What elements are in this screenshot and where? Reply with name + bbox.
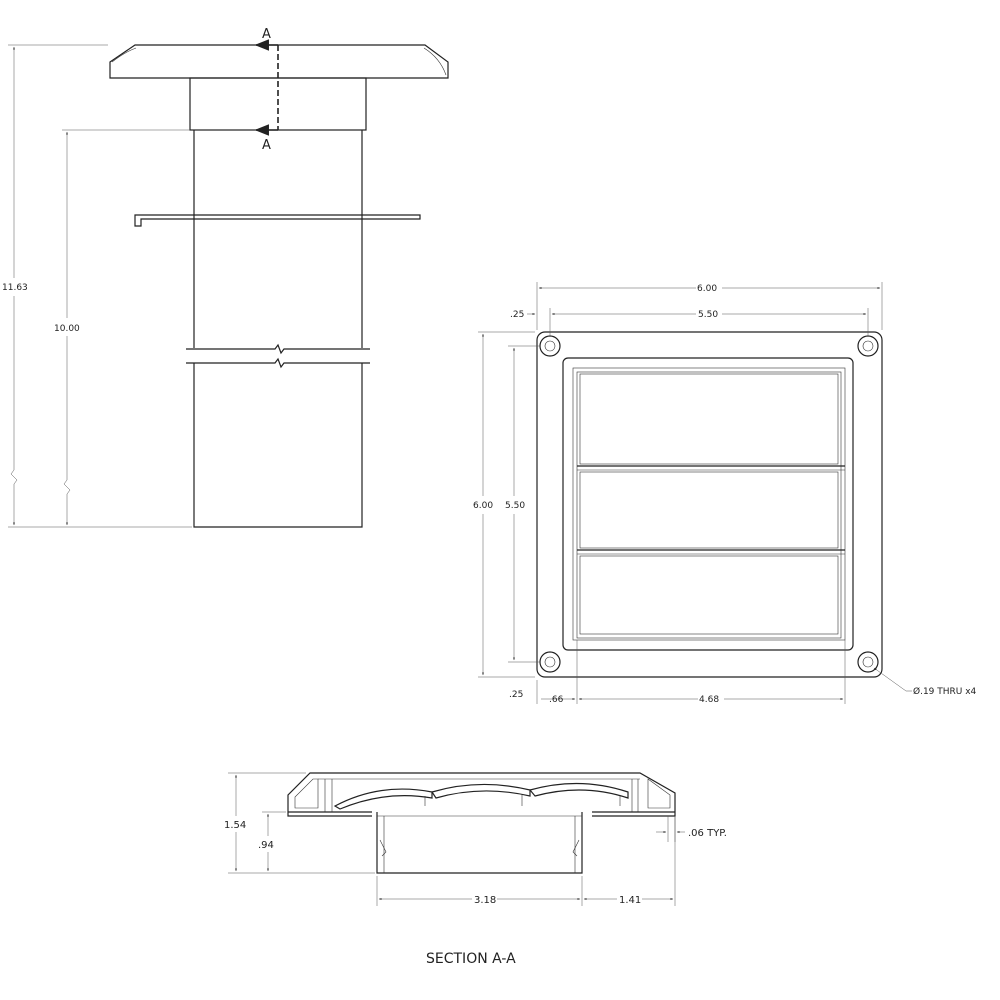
dim-overall-height-front: 6.00 [473, 501, 493, 511]
dim-collar-height: .94 [258, 840, 274, 851]
section-collar-lip-right [572, 839, 580, 857]
louver-flap-1 [579, 373, 839, 465]
section-collar-lip-left [379, 839, 387, 857]
section-collar [376, 812, 583, 874]
front-view: 6.00 5.50 .25 6.00 5.50 .25 .66 4.68 [473, 282, 977, 705]
section-marker-bottom: A [262, 138, 271, 153]
dim-overall-height: 11.63 [2, 283, 28, 293]
duct-upper [193, 130, 363, 348]
section-title: SECTION A-A [426, 951, 516, 967]
section-wall-right [631, 779, 639, 812]
side-view: A A 11.63 10.00 [2, 27, 449, 528]
break-line-lower [186, 357, 370, 369]
hood-inner-frame [572, 367, 846, 641]
louver-flap-3 [579, 555, 839, 635]
flange-outline [536, 331, 883, 678]
dim-opening-width: 4.68 [699, 695, 719, 705]
section-hood-inner [294, 778, 319, 809]
section-hood-outline [287, 772, 676, 812]
dim-hole-edge-offset-top: .25 [510, 310, 524, 320]
dim-hole-spacing-x: 5.50 [698, 310, 718, 320]
section-wall-left [324, 779, 333, 812]
dim-total-height: 1.54 [224, 820, 246, 831]
louver-flap-2 [579, 471, 839, 549]
dim-wall-thickness: .06 TYP. [688, 828, 727, 839]
dim-opening-offset: .66 [549, 695, 564, 705]
mounting-hole-top-left [539, 335, 561, 357]
section-louver-3 [528, 782, 629, 799]
mounting-hole-top-right [857, 335, 879, 357]
dim-hole-edge-offset-bottom: .25 [509, 690, 523, 700]
dim-line-duct-lower [63, 336, 71, 526]
dim-duct-length: 10.00 [54, 324, 80, 334]
hood-cap-left-lip [111, 47, 137, 63]
section-louver-2 [431, 783, 531, 799]
mounting-strap [134, 214, 421, 227]
section-louver-hinges [424, 794, 621, 806]
dim-overall-width: 6.00 [697, 284, 717, 294]
break-line-upper [186, 343, 370, 355]
dim-line-overall-lower [10, 296, 18, 526]
louver-frame [576, 371, 842, 639]
section-hood-inner-right [647, 778, 671, 809]
duct-lower [193, 363, 363, 528]
hood-cap-outline [109, 44, 449, 79]
hood-cap-right-lip [423, 47, 447, 76]
dim-flange-extent: 1.41 [619, 895, 641, 906]
hood-outline [562, 357, 854, 651]
mounting-hole-bottom-right [857, 651, 879, 673]
section-louver-1 [333, 788, 433, 810]
dim-hole-spacing-y: 5.50 [505, 501, 525, 511]
dim-collar-diameter: 3.18 [474, 895, 496, 906]
mounting-hole-bottom-left [539, 651, 561, 673]
section-marker-top: A [262, 27, 271, 42]
section-view: 1.54 .94 .06 TYP. 3.18 1.41 SECTION A-A [224, 772, 727, 967]
section-collar-inner [377, 815, 582, 873]
hole-callout: Ø.19 THRU x4 [913, 686, 977, 697]
section-flange [287, 811, 676, 817]
hole-callout-leader [873, 667, 907, 692]
